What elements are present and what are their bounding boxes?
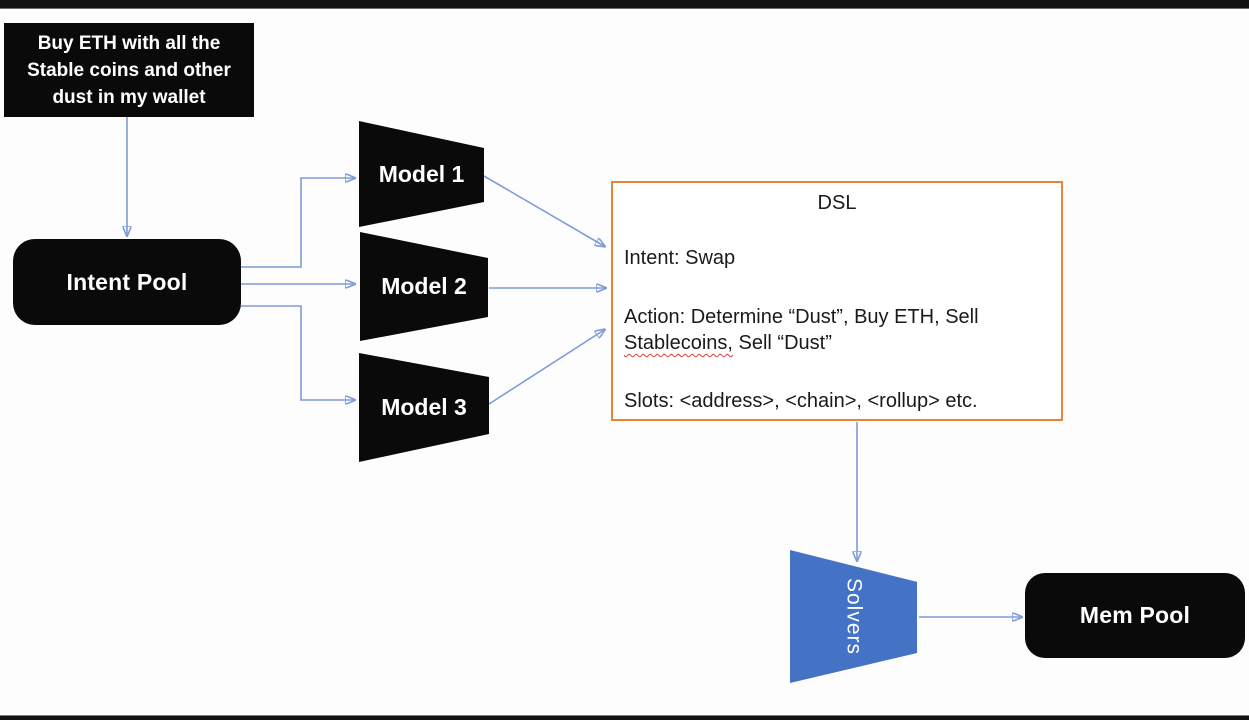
- model-1-node: Model 1: [359, 121, 484, 227]
- top-letterbox-bar: [0, 0, 1249, 9]
- model-2-label: Model 2: [381, 273, 467, 299]
- arrow-intentpool-to-model3: [241, 305, 354, 400]
- user-intent-line: Stable coins and other: [27, 59, 231, 81]
- user-intent-line: dust in my wallet: [52, 86, 206, 108]
- dsl-action-line2-rest: Sell “Dust”: [732, 332, 832, 354]
- arrow-model3-to-dsl: [488, 330, 604, 405]
- bottom-letterbox-bar: [0, 715, 1249, 720]
- mem-pool-label: Mem Pool: [1079, 602, 1191, 628]
- mem-pool-node: Mem Pool: [1025, 573, 1245, 658]
- user-intent-node: Buy ETH with all the Stable coins and ot…: [4, 23, 254, 117]
- solvers-node: Solvers: [790, 550, 917, 683]
- intent-pool-label: Intent Pool: [66, 268, 188, 295]
- dsl-action-line1: Action: Determine “Dust”, Buy ETH, Sell: [624, 306, 979, 328]
- dsl-box: DSL Intent: Swap Action: Determine “Dust…: [611, 181, 1063, 421]
- solvers-label: Solvers: [842, 577, 866, 656]
- dsl-slots-line: Slots: <address>, <chain>, <rollup> etc.: [624, 390, 978, 412]
- dsl-action-misspelled-word: Stablecoins,: [624, 332, 733, 354]
- dsl-intent-line: Intent: Swap: [624, 247, 736, 269]
- dsl-title: DSL: [817, 192, 857, 214]
- user-intent-line: Buy ETH with all the: [37, 32, 221, 54]
- arrow-model1-to-dsl: [483, 175, 604, 246]
- model-3-node: Model 3: [359, 353, 489, 462]
- arrow-intentpool-to-model1: [241, 178, 354, 268]
- model-3-label: Model 3: [381, 394, 467, 420]
- model-1-label: Model 1: [378, 160, 465, 187]
- model-2-node: Model 2: [360, 232, 488, 341]
- intent-pool-node: Intent Pool: [13, 239, 241, 325]
